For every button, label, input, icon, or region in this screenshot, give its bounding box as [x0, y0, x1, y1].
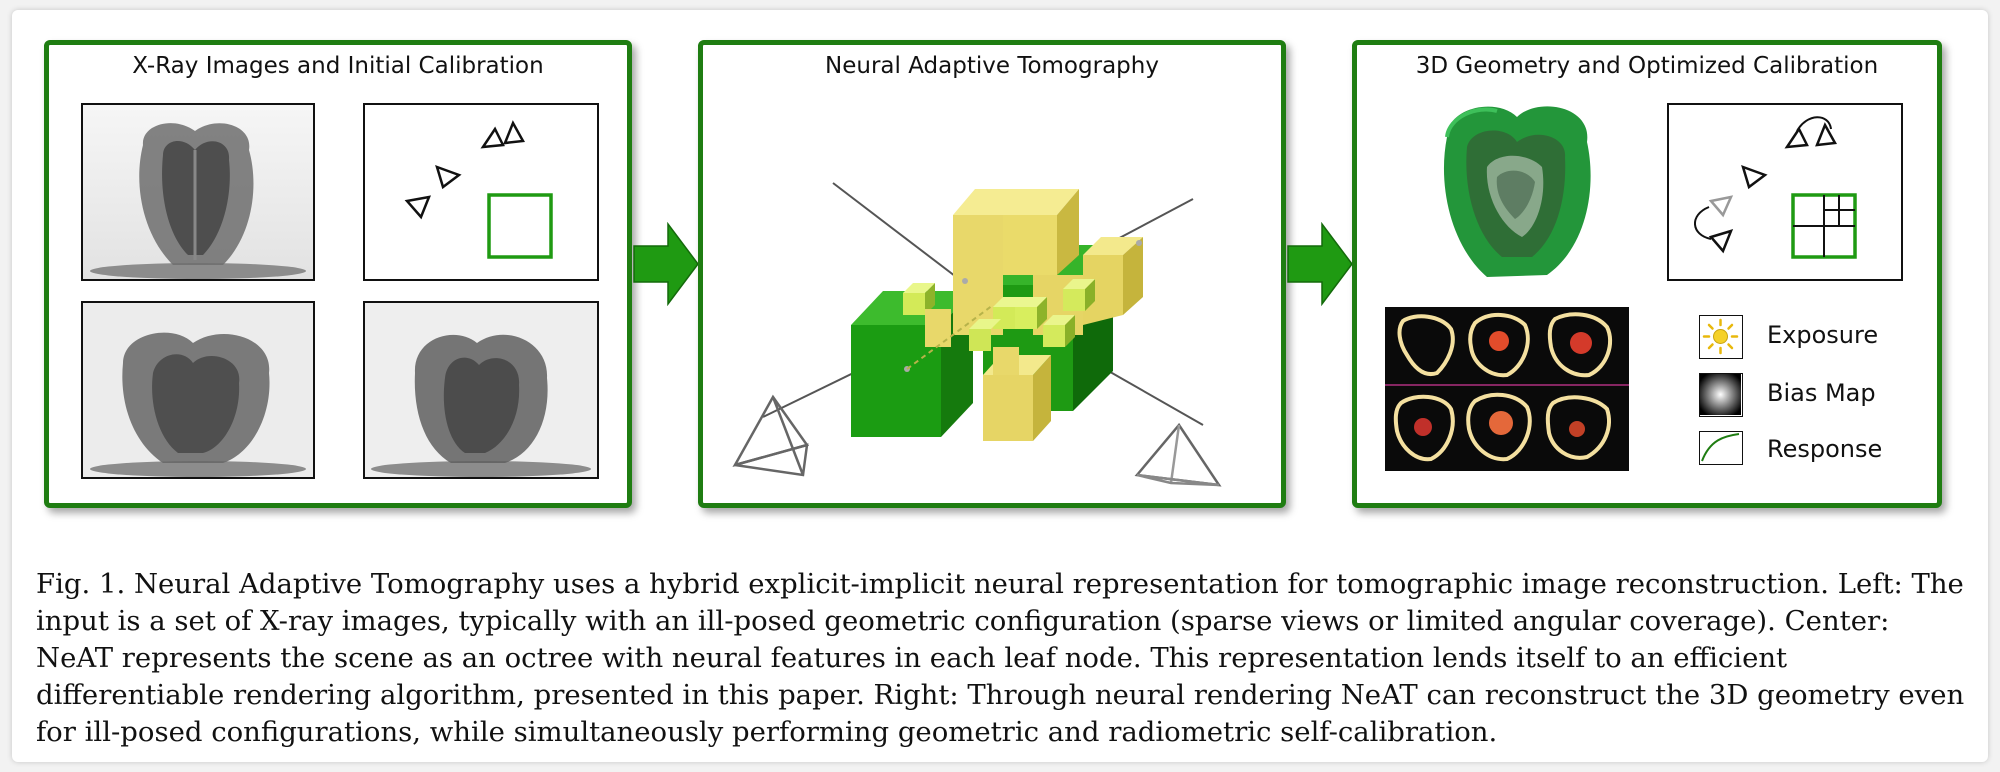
- bias-map-icon: [1699, 373, 1743, 417]
- panel-title-left: X-Ray Images and Initial Calibration: [132, 53, 544, 79]
- reconstruction-slices-grid: [1385, 307, 1629, 471]
- legend-bias-map-label: Bias Map: [1767, 379, 1876, 407]
- xray-image-1: [81, 103, 315, 281]
- legend-exposure-label: Exposure: [1767, 321, 1879, 349]
- xray-image-2: [81, 301, 315, 479]
- figure-caption: Fig. 1. Neural Adaptive Tomography uses …: [36, 568, 1965, 748]
- panel-octree: Neural Adaptive Tomography: [698, 40, 1286, 508]
- panel-reconstruction: 3D Geometry and Optimized Calibration: [1352, 40, 1942, 508]
- exposure-icon: [1699, 315, 1743, 359]
- octree-illustration: [732, 182, 1222, 487]
- arrow-right-icon: [633, 222, 699, 306]
- panel-title-center: Neural Adaptive Tomography: [825, 53, 1159, 79]
- initial-calibration-diagram: [363, 103, 599, 281]
- optimized-calibration-diagram: [1667, 103, 1903, 281]
- response-curve-icon: [1699, 431, 1743, 465]
- reconstructed-pepper-image: [1443, 106, 1591, 277]
- panel-xray-input: X-Ray Images and Initial Calibration: [44, 40, 632, 508]
- legend-response-label: Response: [1767, 435, 1883, 463]
- panel-title-right: 3D Geometry and Optimized Calibration: [1415, 53, 1879, 79]
- arrow-right-icon: [1287, 222, 1353, 306]
- xray-image-3: [363, 301, 599, 479]
